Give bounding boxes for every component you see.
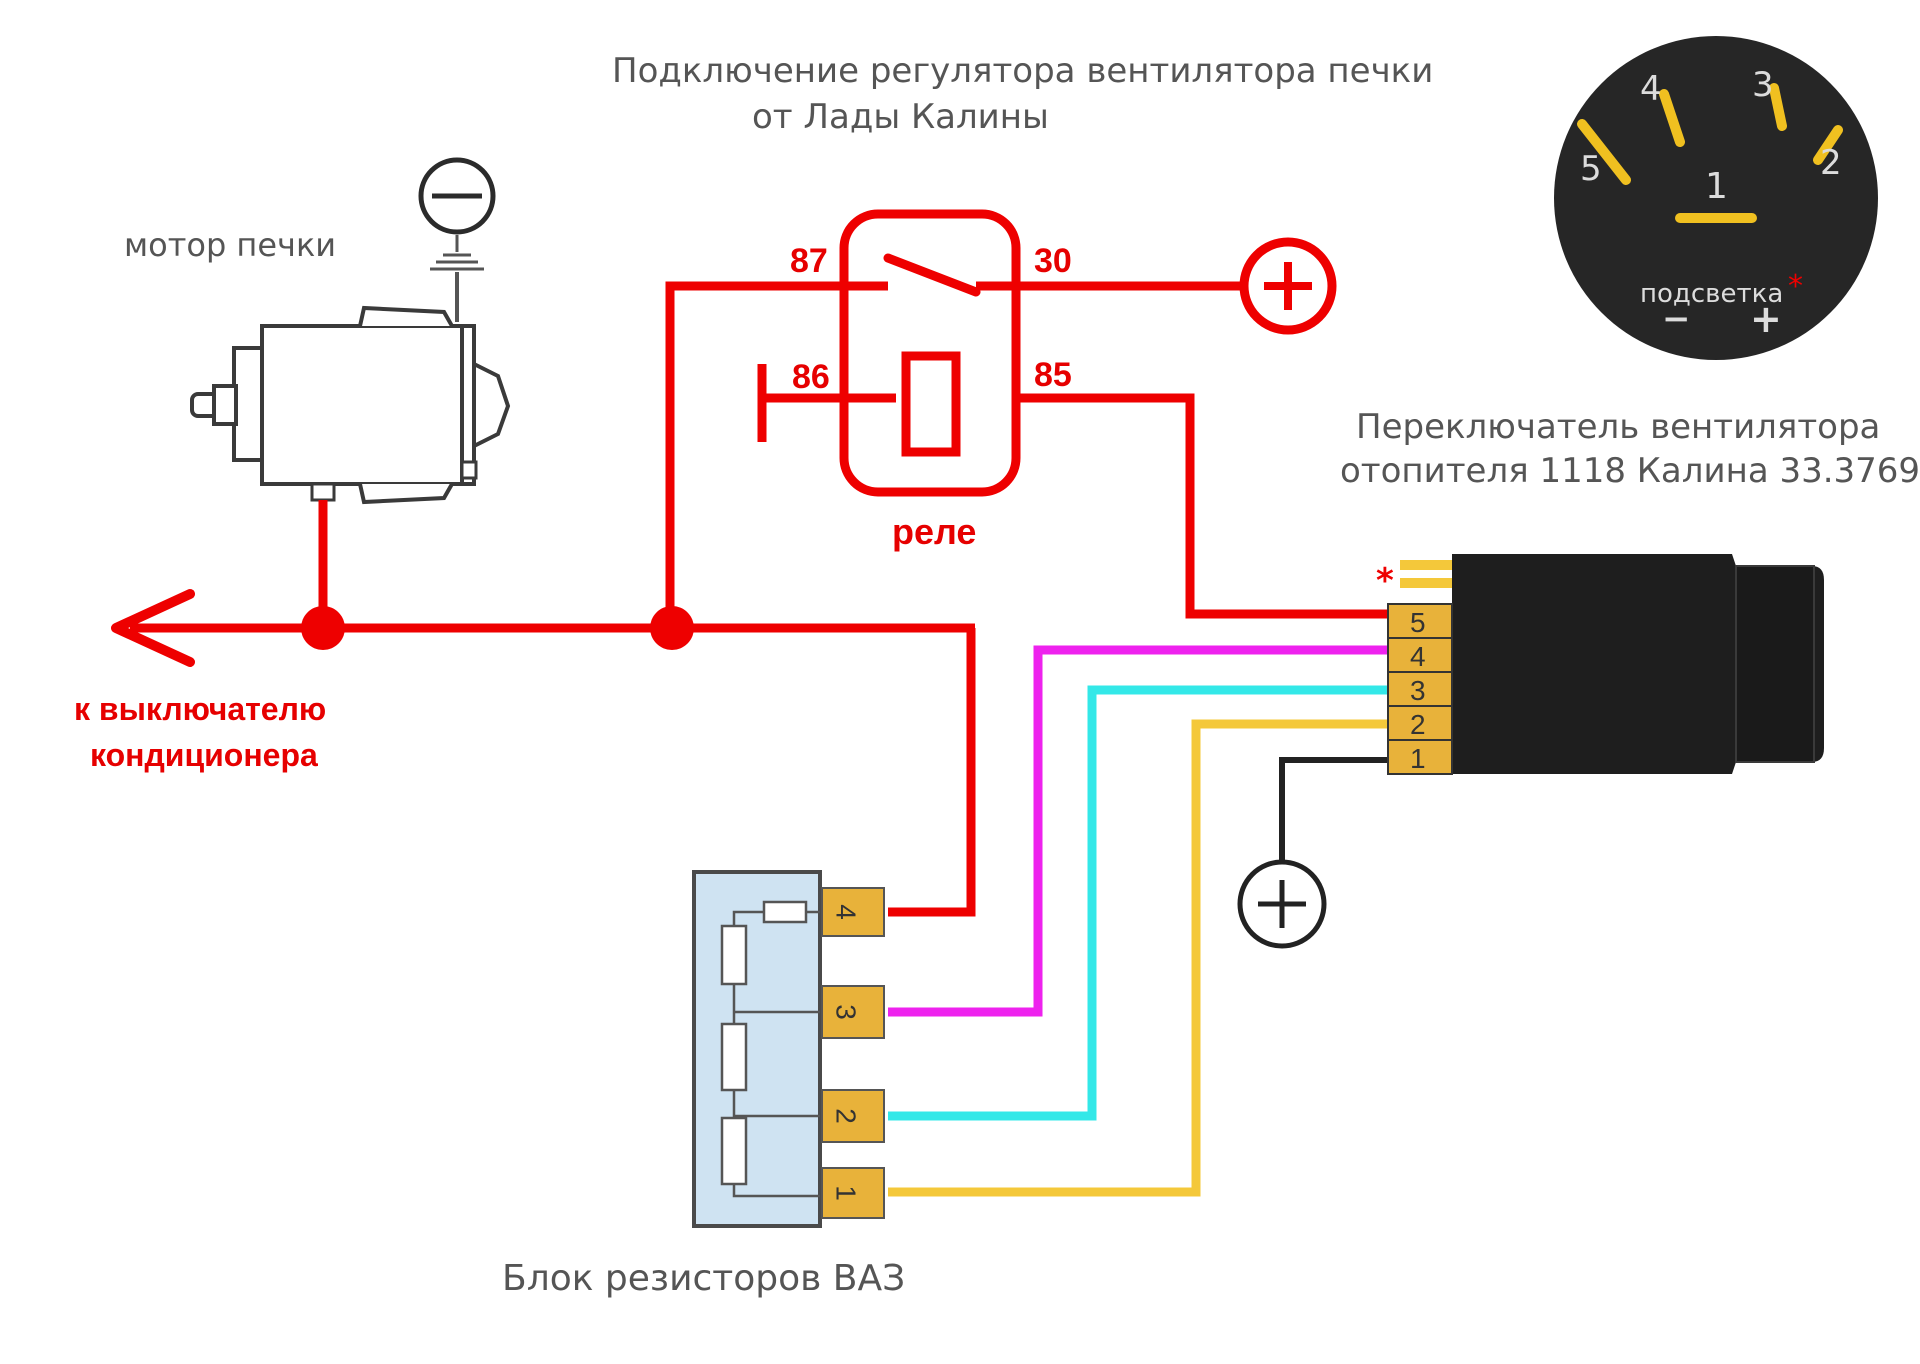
switch-plus-terminal bbox=[1237, 859, 1327, 949]
relay-label: реле bbox=[892, 511, 976, 552]
svg-text:4: 4 bbox=[1410, 641, 1426, 672]
signal-wires bbox=[888, 645, 1392, 1197]
ac-switch-arrow bbox=[111, 589, 195, 667]
relay-pin-85: 85 bbox=[1034, 356, 1072, 394]
fan-switch: * 5 4 3 2 1 bbox=[1376, 554, 1824, 775]
relay-coil bbox=[901, 351, 961, 457]
relay: 87 30 86 85 реле bbox=[757, 209, 1072, 552]
junction-dot-motor bbox=[301, 606, 345, 650]
switch-label-line1: Переключатель вентилятора bbox=[1356, 407, 1880, 447]
dial-backlight-star: * bbox=[1788, 269, 1803, 304]
dial-position-1: 1 bbox=[1705, 166, 1728, 207]
relay-pin-86: 86 bbox=[792, 358, 830, 396]
dial-position-5: 5 bbox=[1580, 149, 1602, 189]
red-wires bbox=[130, 281, 1392, 917]
resistor-element-2 bbox=[720, 1022, 748, 1092]
yellow-wire bbox=[888, 719, 1392, 1197]
svg-text:4: 4 bbox=[831, 904, 862, 920]
switch-terminal-3: 3 bbox=[1387, 671, 1453, 707]
svg-text:2: 2 bbox=[1410, 709, 1426, 740]
fuse-element bbox=[762, 900, 808, 924]
junction-dot-relay bbox=[650, 606, 694, 650]
switch-terminal-1: 1 bbox=[1387, 739, 1453, 775]
relay-body bbox=[839, 209, 1021, 497]
svg-text:5: 5 bbox=[1410, 607, 1426, 638]
resistor-terminal-3: 3 bbox=[821, 985, 885, 1039]
dial-backlight-minus: − bbox=[1662, 299, 1691, 339]
svg-text:3: 3 bbox=[1410, 675, 1426, 706]
dial-face bbox=[1554, 36, 1878, 360]
diagram-title-line2: от Лады Калины bbox=[752, 97, 1049, 137]
svg-text:1: 1 bbox=[831, 1185, 862, 1201]
switch-label-line2: отопителя 1118 Калина 33.3769 bbox=[1340, 451, 1920, 491]
fan-speed-dial: 1 2 3 4 5 подсветка * − + bbox=[1554, 36, 1878, 360]
dial-position-2: 2 bbox=[1820, 143, 1842, 183]
magenta-wire bbox=[888, 645, 1392, 1017]
switch-body bbox=[1452, 554, 1824, 774]
relay-pin-87: 87 bbox=[790, 242, 828, 280]
resistor-terminal-1: 1 bbox=[821, 1167, 885, 1219]
switch-terminal-2: 2 bbox=[1387, 705, 1453, 741]
dial-position-4: 4 bbox=[1640, 69, 1662, 109]
switch-terminal-4: 4 bbox=[1387, 637, 1453, 673]
svg-text:1: 1 bbox=[1410, 743, 1426, 774]
ground-minus-symbol bbox=[418, 157, 496, 235]
diagram-title-line1: Подключение регулятора вентилятора печки bbox=[612, 51, 1433, 91]
svg-text:2: 2 bbox=[831, 1108, 862, 1124]
relay-pin-30: 30 bbox=[1034, 242, 1072, 280]
dial-backlight-plus: + bbox=[1750, 297, 1782, 341]
resistor-block-body bbox=[692, 870, 822, 1228]
motor-label: мотор печки bbox=[124, 226, 336, 264]
resistor-element-1 bbox=[720, 924, 748, 986]
black-wire bbox=[1279, 757, 1392, 862]
battery-plus-terminal bbox=[1239, 237, 1337, 335]
ac-switch-label-line2: кондиционера bbox=[90, 737, 318, 773]
resistor-terminal-4: 4 bbox=[821, 887, 885, 937]
dial-position-3: 3 bbox=[1752, 65, 1774, 105]
cyan-wire bbox=[888, 685, 1392, 1121]
switch-backlight-star: * bbox=[1376, 561, 1394, 601]
svg-text:3: 3 bbox=[831, 1004, 862, 1020]
resistor-element-3 bbox=[720, 1116, 748, 1186]
dial-backlight-label: подсветка bbox=[1640, 279, 1783, 309]
resistor-terminal-2: 2 bbox=[821, 1089, 885, 1143]
ac-switch-label-line1: к выключателю bbox=[74, 691, 326, 727]
resistor-block: 4 3 2 1 Блок резисторов ВАЗ bbox=[502, 870, 905, 1299]
heater-motor: мотор печки bbox=[124, 157, 511, 505]
resistor-block-label: Блок резисторов ВАЗ bbox=[502, 1258, 905, 1299]
switch-terminal-5: 5 bbox=[1387, 603, 1453, 639]
